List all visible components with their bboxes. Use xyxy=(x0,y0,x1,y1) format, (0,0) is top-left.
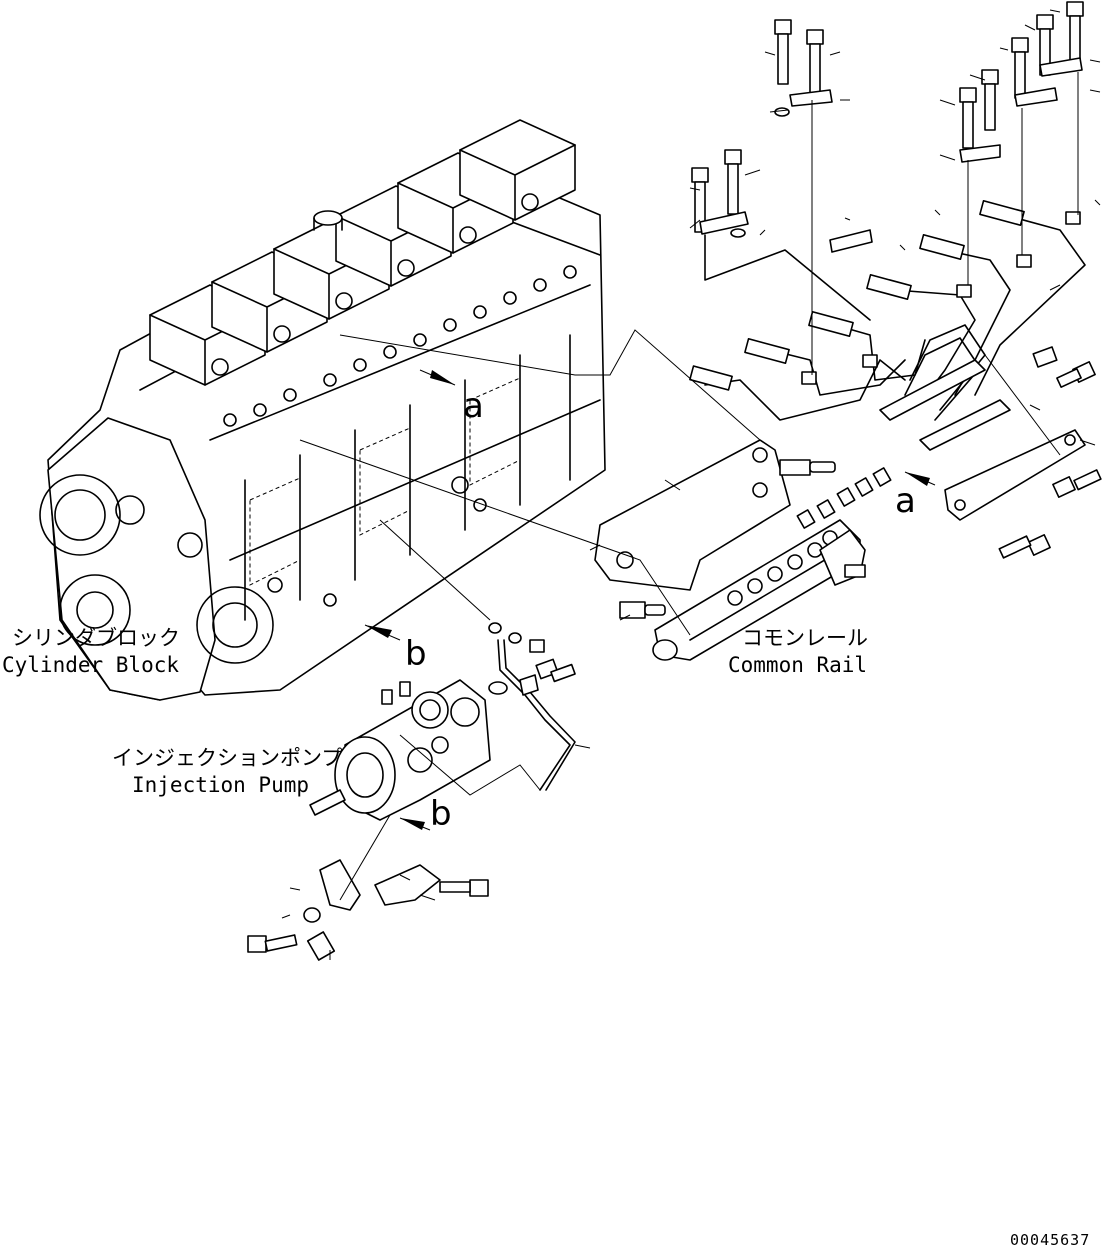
bracket-bolt-right xyxy=(439,879,489,897)
ref-arrow-a-rail xyxy=(904,471,936,486)
ref-label-a-rail: a xyxy=(895,481,916,521)
common-rail-label-en: Common Rail xyxy=(728,653,867,677)
rocker-covers xyxy=(149,119,576,386)
feed-pipe xyxy=(488,622,576,791)
upper-bolts xyxy=(691,1,1084,375)
ref-label-a-block: a xyxy=(463,386,484,426)
injection-tubes xyxy=(689,200,1086,421)
cylinder-block xyxy=(39,159,606,701)
ref-label-b-block: b xyxy=(405,634,427,674)
bracket-bolt-left xyxy=(247,934,298,953)
common-rail-label-jp: コモンレール xyxy=(742,626,868,650)
common-rail-assembly xyxy=(594,439,892,661)
bracket-bolt-mid xyxy=(306,931,336,961)
ref-label-b-pump: b xyxy=(430,794,452,834)
ref-arrow-b-block xyxy=(364,624,401,641)
injection-pump-label-en: Injection Pump xyxy=(132,773,309,797)
cylinder-block-label-jp: シリンダブロック xyxy=(12,626,180,650)
tube-brackets xyxy=(879,346,1102,559)
leader-lines xyxy=(281,9,1101,960)
pump-bracket xyxy=(247,859,489,961)
deck-bolts xyxy=(223,265,577,607)
ref-arrow-b-pump xyxy=(399,817,431,831)
document-id: 00045637 xyxy=(1010,1231,1090,1249)
rail-connectors xyxy=(796,467,892,529)
ref-arrow-a-block xyxy=(419,369,456,386)
injection-pump-label-jp: インジェクションポンプ xyxy=(112,746,342,770)
cylinder-block-label-en: Cylinder Block xyxy=(2,653,179,677)
